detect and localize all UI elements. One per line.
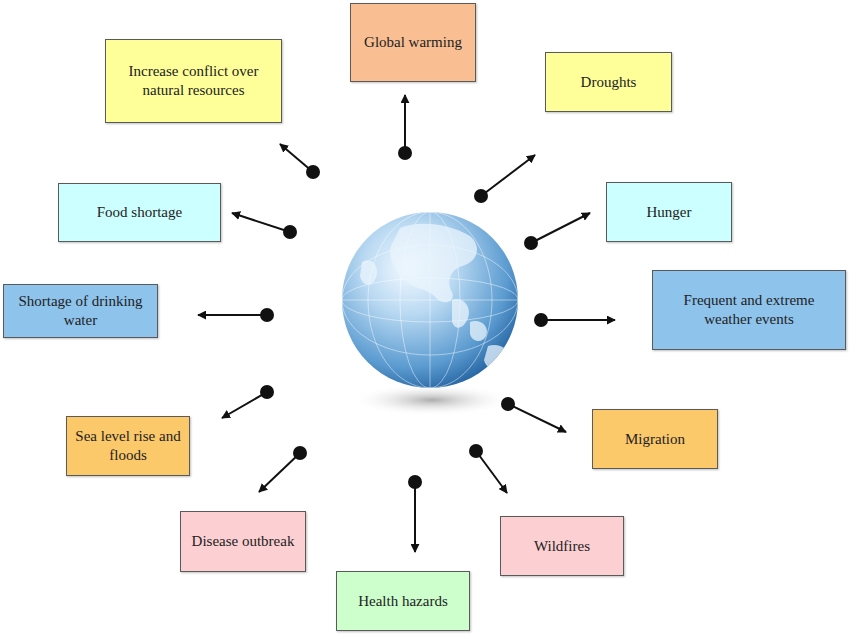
effect-box: Migration	[592, 409, 718, 469]
effect-box: Increase conflict over natural resources	[105, 39, 282, 123]
globe-shadow	[350, 384, 514, 416]
effect-label: Hunger	[647, 203, 692, 222]
effect-box: Health hazards	[336, 571, 470, 631]
globe	[342, 212, 518, 388]
effect-box: Shortage of drinking water	[3, 284, 158, 338]
effect-label: Migration	[625, 430, 685, 449]
effect-box: Disease outbreak	[180, 511, 306, 572]
effect-label: Health hazards	[358, 592, 448, 611]
effect-label: Sea level rise and floods	[75, 427, 181, 465]
effect-box: Frequent and extreme weather events	[652, 270, 846, 350]
effect-label: Global warming	[364, 33, 462, 52]
effect-label: Droughts	[581, 73, 637, 92]
effect-box: Hunger	[606, 182, 732, 242]
effect-label: Wildfires	[534, 537, 590, 556]
effect-arrows	[198, 95, 615, 552]
globe-grid	[342, 212, 518, 388]
effect-box: Wildfires	[500, 516, 624, 576]
effect-label: Food shortage	[97, 203, 182, 222]
effect-label: Increase conflict over natural resources	[114, 62, 273, 100]
effect-label: Disease outbreak	[192, 532, 295, 551]
arrow-dots	[260, 146, 548, 489]
effect-label: Frequent and extreme weather events	[661, 291, 837, 329]
effect-label: Shortage of drinking water	[12, 292, 149, 330]
effect-box: Global warming	[350, 3, 476, 82]
effect-box: Food shortage	[58, 183, 221, 242]
effect-box: Droughts	[545, 52, 672, 112]
effect-box: Sea level rise and floods	[66, 416, 190, 476]
